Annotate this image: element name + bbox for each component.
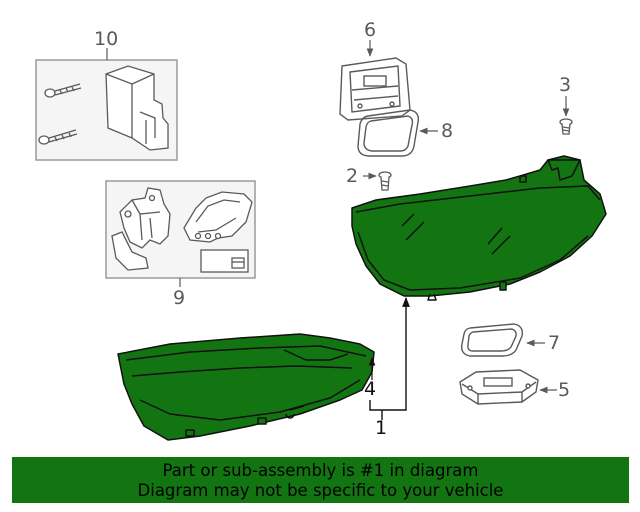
callout-1-leader [369,297,410,420]
control-module-icon [105,65,169,151]
mount-plate-icon [183,191,253,243]
part-10-group[interactable] [35,48,178,161]
part-3-screw[interactable] [559,118,573,135]
callout-4: 4 [364,378,377,400]
part-4-bezel[interactable] [117,333,375,441]
callout-2: 2 [346,165,359,187]
part-1-headlamp-assembly[interactable] [351,155,607,301]
part-8-gasket[interactable] [357,109,420,157]
parts-diagram [35,40,607,441]
footer-notice-banner: Part or sub-assembly is #1 in diagram Di… [12,457,629,503]
callout-6: 6 [364,19,377,41]
callout-9: 9 [173,287,186,309]
part-5-control-unit[interactable] [459,369,539,405]
callout-5: 5 [558,379,571,401]
footer-line-part: Part or sub-assembly is #1 in diagram [162,461,479,480]
callout-8: 8 [441,120,454,142]
part-9-group[interactable] [105,180,256,287]
callout-3: 3 [559,74,572,96]
callout-7: 7 [548,332,561,354]
label-card-icon [200,249,249,273]
footer-line-disclaimer: Diagram may not be specific to your vehi… [137,481,504,500]
screw-icon [38,83,82,145]
part-6-led-module[interactable] [339,57,411,121]
part-2-screw[interactable] [378,171,392,191]
callout-10: 10 [94,28,119,50]
callout-1: 1 [375,417,388,439]
part-7-gasket[interactable] [460,323,524,357]
bracket-icon [111,187,171,271]
